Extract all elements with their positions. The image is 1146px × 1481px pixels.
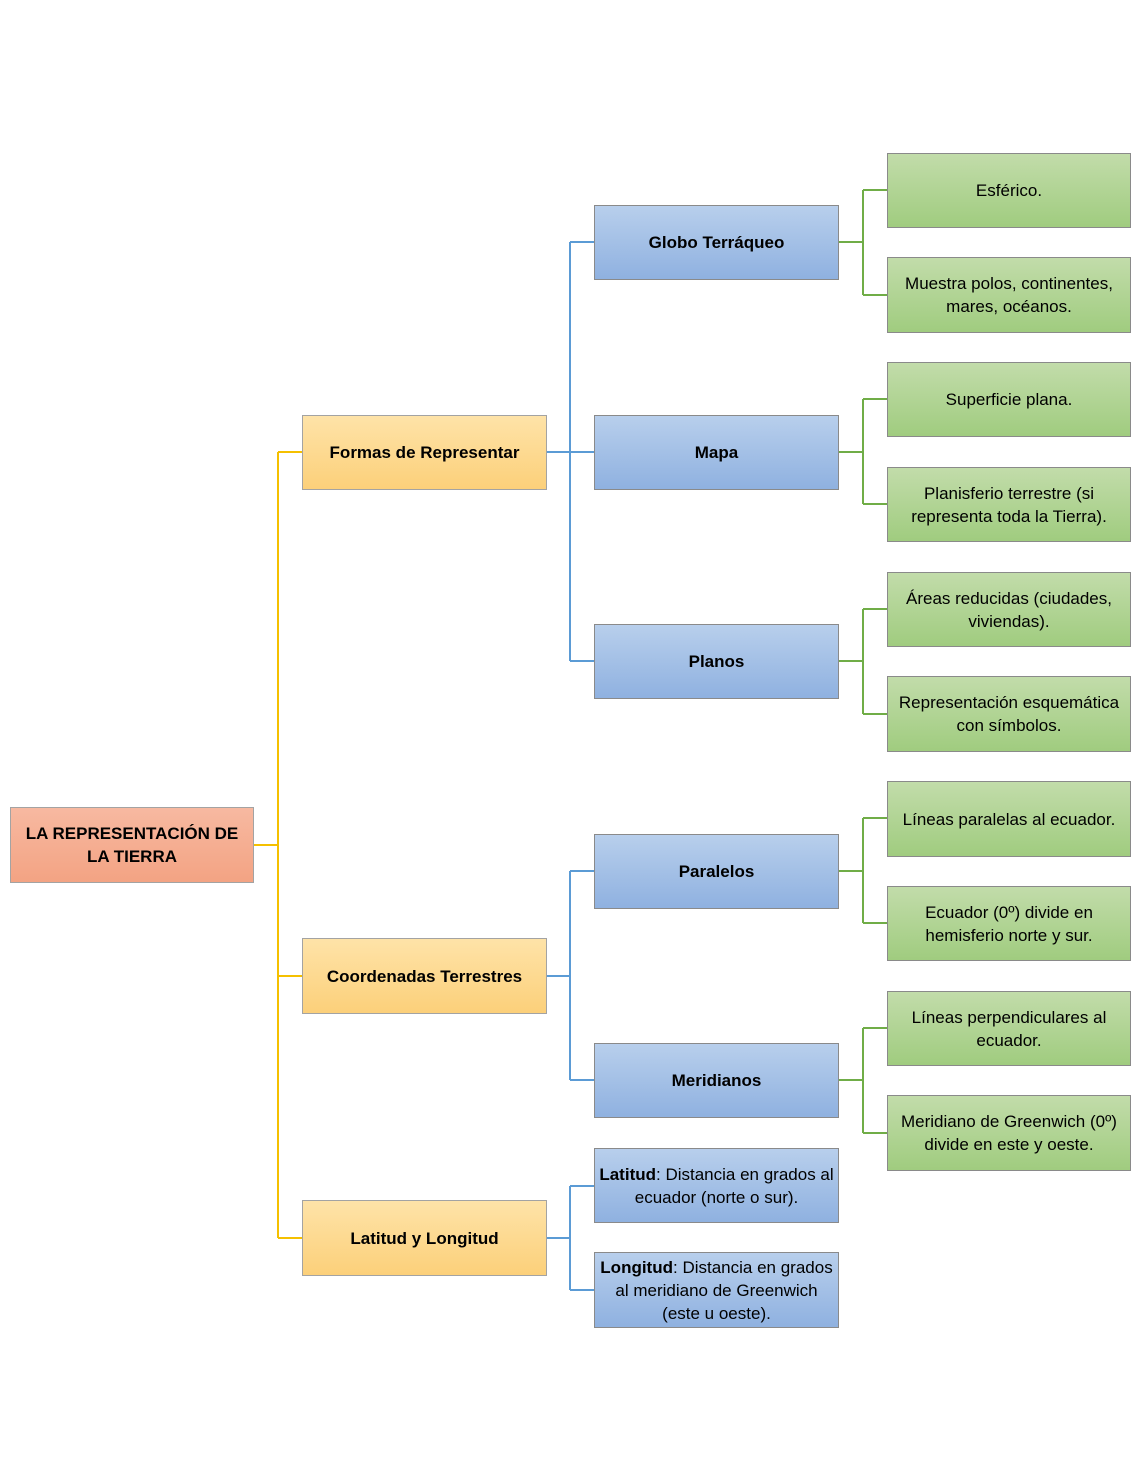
leaf-meridianos-2: Meridiano de Greenwich (0º) divide en es… bbox=[887, 1095, 1131, 1171]
longitud-definition: : Distancia en grados al meridiano de Gr… bbox=[615, 1257, 833, 1323]
node-latitud-y-longitud: Latitud y Longitud bbox=[302, 1200, 547, 1276]
leaf-text: Líneas perpendiculares al ecuador. bbox=[911, 1007, 1107, 1050]
planos-label: Planos bbox=[688, 652, 745, 671]
paralelos-label: Paralelos bbox=[678, 862, 755, 881]
latitud-term: Latitud bbox=[599, 1164, 656, 1184]
leaf-text: Representación esquemática con símbolos. bbox=[898, 693, 1120, 735]
globo-label: Globo Terráqueo bbox=[648, 233, 785, 252]
leaf-planos-1: Áreas reducidas (ciudades, viviendas). bbox=[887, 572, 1131, 647]
meridianos-label: Meridianos bbox=[671, 1071, 762, 1090]
latitud-definition: : Distancia en grados al ecuador (norte … bbox=[634, 1164, 834, 1207]
root-connectors bbox=[254, 451, 302, 1239]
leaf-text: Superficie plana. bbox=[945, 390, 1073, 409]
node-formas-de-representar: Formas de Representar bbox=[302, 415, 547, 490]
root-node: LA REPRESENTACIÓN DE LA TIERRA bbox=[10, 807, 254, 883]
level3-connectors bbox=[839, 189, 887, 1134]
leaf-globo-1: Esférico. bbox=[887, 153, 1131, 228]
latlong-label: Latitud y Longitud bbox=[350, 1228, 499, 1248]
node-mapa: Mapa bbox=[594, 415, 839, 490]
leaf-text: Ecuador (0º) divide en hemisferio norte … bbox=[925, 902, 1093, 945]
leaf-meridianos-1: Líneas perpendiculares al ecuador. bbox=[887, 991, 1131, 1066]
leaf-text: Muestra polos, continentes, mares, océan… bbox=[905, 274, 1113, 316]
root-label: LA REPRESENTACIÓN DE LA TIERRA bbox=[25, 824, 239, 866]
node-paralelos: Paralelos bbox=[594, 834, 839, 909]
coordenadas-label: Coordenadas Terrestres bbox=[326, 966, 523, 986]
node-coordenadas-terrestres: Coordenadas Terrestres bbox=[302, 938, 547, 1014]
leaf-planos-2: Representación esquemática con símbolos. bbox=[887, 676, 1131, 752]
longitud-text: Longitud: Distancia en grados al meridia… bbox=[599, 1256, 834, 1325]
formas-label: Formas de Representar bbox=[329, 443, 520, 462]
node-meridianos: Meridianos bbox=[594, 1043, 839, 1118]
node-latitud: Latitud: Distancia en grados al ecuador … bbox=[594, 1148, 839, 1223]
node-globo-terraqueo: Globo Terráqueo bbox=[594, 205, 839, 280]
level2-connectors bbox=[547, 241, 594, 1291]
leaf-paralelos-2: Ecuador (0º) divide en hemisferio norte … bbox=[887, 886, 1131, 961]
leaf-text: Líneas paralelas al ecuador. bbox=[902, 809, 1116, 829]
leaf-text: Planisferio terrestre (si representa tod… bbox=[911, 483, 1107, 526]
node-longitud: Longitud: Distancia en grados al meridia… bbox=[594, 1252, 839, 1328]
longitud-term: Longitud bbox=[600, 1257, 673, 1277]
leaf-text: Meridiano de Greenwich (0º) divide en es… bbox=[901, 1112, 1117, 1154]
leaf-text: Áreas reducidas (ciudades, viviendas). bbox=[905, 588, 1112, 631]
leaf-globo-2: Muestra polos, continentes, mares, océan… bbox=[887, 257, 1131, 333]
leaf-mapa-2: Planisferio terrestre (si representa tod… bbox=[887, 467, 1131, 542]
leaf-paralelos-1: Líneas paralelas al ecuador. bbox=[887, 781, 1131, 857]
leaf-text: Esférico. bbox=[975, 181, 1043, 200]
latitud-text: Latitud: Distancia en grados al ecuador … bbox=[599, 1163, 834, 1209]
node-planos: Planos bbox=[594, 624, 839, 699]
mapa-label: Mapa bbox=[694, 443, 739, 462]
leaf-mapa-1: Superficie plana. bbox=[887, 362, 1131, 437]
